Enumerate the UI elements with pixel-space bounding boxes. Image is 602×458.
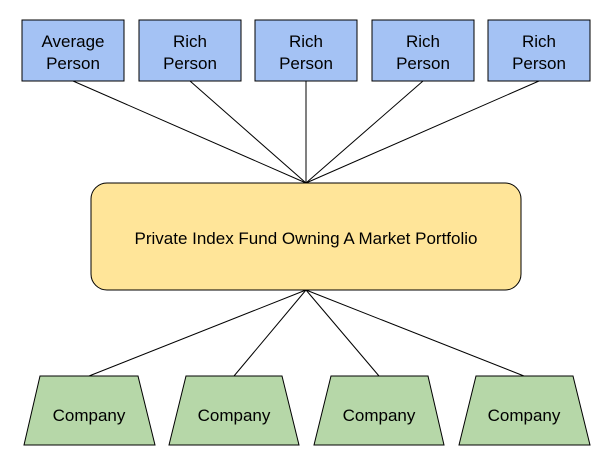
owner-label-line-1: Rich: [406, 32, 440, 51]
company-node-3: Company: [313, 375, 445, 446]
company-shapes: Company Company Company Company: [23, 375, 591, 446]
connector-company-1: [88, 289, 307, 377]
owner-box-shape: [371, 19, 475, 82]
owner-label-line-2: Person: [512, 54, 566, 73]
company-node-4: Company: [458, 375, 591, 446]
owner-box-rich-person-1: Rich Person: [138, 19, 242, 82]
company-shape: [458, 375, 591, 446]
connector-company-2: [233, 289, 307, 377]
owner-box-shape: [138, 19, 242, 82]
company-label: Company: [198, 406, 271, 425]
fund-box: Private Index Fund Owning A Market Portf…: [90, 182, 522, 291]
owner-label-line-1: Rich: [173, 32, 207, 51]
owner-label-line-1: Rich: [522, 32, 556, 51]
connector-company-3: [305, 289, 380, 377]
connector-owner-1: [72, 80, 307, 184]
fund-label: Private Index Fund Owning A Market Portf…: [134, 229, 477, 248]
owner-label-line-2: Person: [396, 54, 450, 73]
connector-owner-2: [189, 80, 307, 184]
company-label: Company: [488, 406, 561, 425]
owner-box-rich-person-4: Rich Person: [487, 19, 591, 82]
owner-label-line-1: Average: [41, 32, 104, 51]
owner-label-line-2: Person: [46, 54, 100, 73]
company-node-2: Company: [168, 375, 300, 446]
company-label: Company: [343, 406, 416, 425]
connector-company-4: [305, 289, 525, 377]
owner-box-shape: [21, 19, 125, 82]
connector-owner-5: [305, 80, 540, 184]
owner-box-shape: [487, 19, 591, 82]
owner-label-line-2: Person: [163, 54, 217, 73]
company-shape: [168, 375, 300, 446]
company-node-1: Company: [23, 375, 156, 446]
owner-label-line-2: Person: [279, 54, 333, 73]
fund-box-shape: [90, 182, 522, 291]
owner-box-rich-person-3: Rich Person: [371, 19, 475, 82]
owner-box-rich-person-2: Rich Person: [254, 19, 358, 82]
company-connectors: [88, 289, 525, 377]
owner-box-average-person: Average Person: [21, 19, 125, 82]
owner-label-line-1: Rich: [289, 32, 323, 51]
company-label: Company: [53, 406, 126, 425]
connector-owner-4: [305, 80, 424, 184]
owner-connectors: [72, 80, 540, 184]
company-shape: [313, 375, 445, 446]
owner-boxes: Average Person Rich Person Rich Person R…: [21, 19, 591, 82]
owner-box-shape: [254, 19, 358, 82]
company-shape: [23, 375, 156, 446]
